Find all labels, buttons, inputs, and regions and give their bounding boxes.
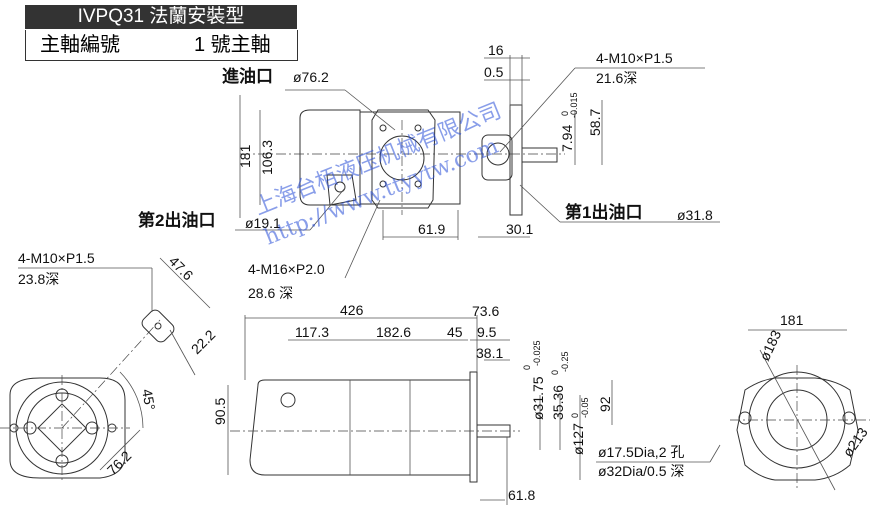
dim-61-9: 61.9 [418, 221, 445, 237]
left-thread-depth: 23.8深 [18, 271, 59, 287]
dim-76-2: 76.2 [104, 447, 135, 478]
dim-30-1: 30.1 [506, 221, 533, 237]
dim-9-5: 9.5 [477, 324, 497, 340]
dim-92: 92 [597, 396, 613, 412]
front-view-drawing [227, 315, 721, 505]
dim-35-36-tol-up: 0 [550, 370, 560, 375]
dim-7-94-tol-lo: -0.015 [569, 92, 579, 118]
dim-22-2: 22.2 [188, 326, 219, 357]
dim-73-6: 73.6 [472, 303, 499, 319]
dim-0-5: 0.5 [484, 64, 504, 80]
dim-127: ø127 [570, 423, 586, 455]
dim-45: 45 [447, 324, 463, 340]
dim-35-36-tol-lo: -0.25 [560, 351, 570, 372]
dim-7-94: 7.94 [559, 125, 575, 152]
right-dim-181: 181 [780, 312, 804, 328]
outlet1-dia: ø31.8 [677, 207, 713, 223]
dim-426: 426 [340, 302, 364, 318]
top-view-drawing [235, 55, 720, 279]
dim-127-tol-up: 0 [570, 413, 580, 418]
dim-31-75-tol-up: 0 [522, 365, 532, 370]
left-view-drawing [0, 257, 211, 482]
dim-16: 16 [488, 42, 504, 58]
dim-181: 181 [237, 144, 253, 168]
dim-90-5: 90.5 [212, 398, 228, 425]
right-dim-183: ø183 [756, 327, 784, 363]
dim-58-7: 58.7 [587, 109, 603, 136]
dim-35-36: 35.36 [550, 385, 566, 420]
hole-counterbore: ø32Dia/0.5 深 [598, 463, 684, 479]
dim-7-94-tol-up: 0 [560, 111, 570, 116]
right-view-drawing [730, 329, 870, 491]
shaft-number-row: 主軸編號 1 號主軸 [25, 30, 298, 61]
angle-45: 45° [139, 388, 158, 412]
thread1-spec: 4-M10×P1.5 [596, 50, 673, 66]
outlet2-dia: ø19.1 [245, 215, 281, 231]
dim-106-3: 106.3 [259, 140, 275, 175]
dim-31-75-tol-lo: -0.025 [532, 340, 542, 366]
thread2-depth: 28.6 深 [248, 285, 293, 301]
thread2-spec: 4-M16×P2.0 [248, 261, 325, 277]
dim-31-75: ø31.75 [530, 376, 546, 420]
outlet2-label: 第2出油口 [138, 210, 215, 230]
dim-38-1: 38.1 [476, 345, 503, 361]
hole-spec: ø17.5Dia,2 孔 [598, 444, 684, 460]
outlet1-label: 第1出油口 [565, 202, 642, 222]
dim-117-3: 117.3 [295, 324, 329, 340]
shaft-label: 主軸編號 [40, 34, 120, 56]
dim-182-6: 182.6 [376, 324, 411, 340]
dim-47-6: 47.6 [166, 253, 197, 284]
title-banner: IVPQ31 法蘭安裝型 [25, 5, 297, 29]
thread1-depth: 21.6深 [596, 70, 637, 86]
shaft-value: 1 號主軸 [194, 34, 271, 56]
inlet-label: 進油口 [222, 66, 273, 86]
dim-127-tol-lo: -0.05 [580, 397, 590, 418]
inlet-dia: ø76.2 [293, 69, 329, 85]
dim-61-8: 61.8 [508, 487, 535, 503]
left-thread-spec: 4-M10×P1.5 [18, 250, 95, 266]
